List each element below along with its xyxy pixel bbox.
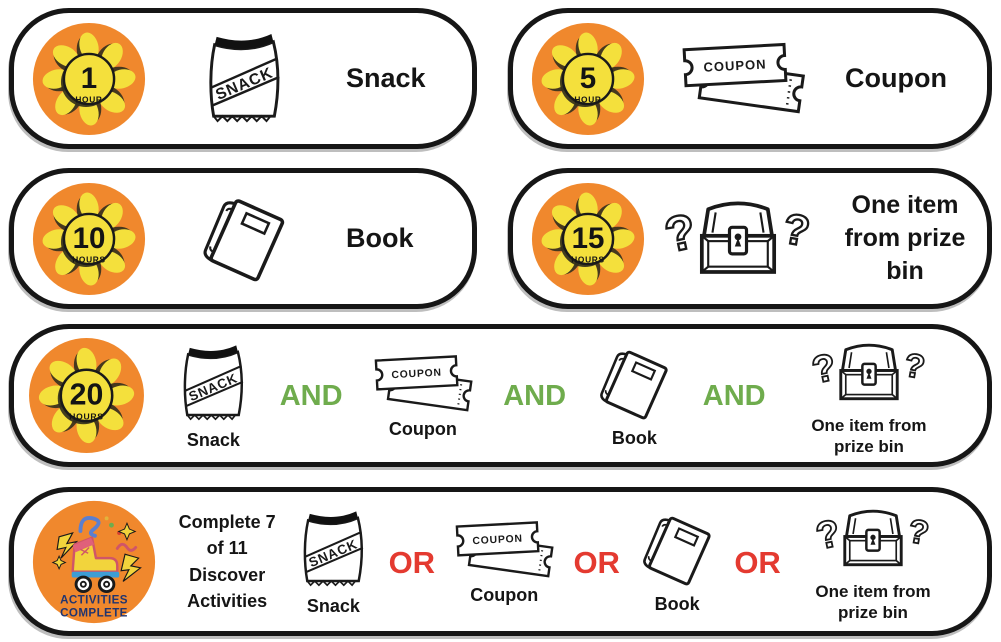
snack-bag-icon [198, 28, 290, 130]
reward-item-prize-bin: One item from prize bin [793, 334, 945, 458]
hours-unit: HOUR [574, 94, 601, 104]
reward-item-book: Book [636, 509, 718, 615]
milestone-card-10-hours: 10 HOURS Book [9, 168, 477, 309]
roller-skate-icon [51, 515, 142, 593]
reward-item-label: Coupon [470, 584, 539, 605]
reward-item-snack: Snack [174, 340, 252, 451]
snack-bag-icon [174, 340, 252, 427]
reward-item-coupon: Coupon [451, 518, 557, 606]
and-conjunction: AND [279, 380, 343, 412]
coupon-tickets-icon [451, 518, 557, 582]
milestone-card-1-hour: 1 HOUR Snack [9, 8, 477, 149]
and-conjunction: AND [503, 380, 567, 412]
book-icon [636, 509, 718, 591]
or-conjunction: OR [734, 544, 781, 580]
milestone-card-5-hours: 5 HOUR Coupon [508, 8, 992, 149]
reward-item-label: Snack [186, 430, 240, 450]
reward-item-label: One item from prize bin [811, 415, 927, 456]
prize-bin-chest-icon [809, 500, 937, 578]
book-icon [593, 343, 675, 425]
activities-complete-row: ACTIVITIES COMPLETE Complete 7 of 11 Dis… [9, 487, 992, 636]
coupon-tickets-icon [677, 39, 809, 119]
reward-item-label: Book [654, 593, 700, 614]
prize-label: Coupon [845, 63, 947, 93]
reward-item-label: Snack [306, 596, 360, 616]
hours-number: 20 [70, 379, 104, 412]
reward-item-snack: Snack [294, 506, 372, 617]
activities-complete-badge: ACTIVITIES COMPLETE [32, 500, 156, 623]
hours-unit: HOURS [571, 254, 605, 264]
or-conjunction: OR [388, 544, 436, 580]
prize-icon-slot [158, 190, 330, 288]
coupon-tickets-icon [370, 352, 476, 416]
milestone-card-15-hours: 15 HOURS One item from prize bin [508, 168, 992, 309]
or-conjunction: OR [573, 544, 620, 580]
prize-label-wrap: One item from prize bin [827, 189, 983, 288]
hours-number: 1 [81, 61, 97, 94]
reward-item-book: Book [593, 343, 675, 449]
prize-label: Snack [346, 63, 426, 93]
prize-label: One item from prize bin [844, 191, 966, 285]
sun-hours-badge: 10 HOURS [30, 180, 148, 298]
sun-hours-badge: 15 HOURS [529, 180, 647, 298]
sun-hours-badge: 20 HOURS [26, 335, 147, 456]
hours-number: 5 [580, 61, 596, 94]
hours-unit: HOURS [72, 254, 106, 264]
prize-bin-chest-icon [805, 334, 933, 412]
reward-item-label: Book [611, 427, 657, 448]
prize-icon-slot [649, 189, 827, 289]
book-icon [195, 190, 293, 288]
requirement-text: Complete 7 of 11 Discover Activities [178, 512, 276, 611]
prize-label: Book [346, 223, 414, 253]
reward-item-prize-bin: One item from prize bin [797, 500, 949, 624]
combo-row-20-hours: 20 HOURS Snack AND Coupon AND Book AND O… [9, 324, 992, 467]
badge-text-line1: ACTIVITIES [60, 593, 128, 606]
hours-number: 10 [73, 221, 106, 254]
reward-item-coupon: Coupon [370, 352, 476, 440]
sun-hours-badge: 5 HOUR [529, 20, 647, 138]
snack-bag-icon [294, 506, 372, 593]
reward-item-label: One item from prize bin [815, 581, 931, 622]
prize-icon-slot [657, 39, 829, 119]
hours-number: 15 [572, 221, 605, 254]
prize-bin-chest-icon [656, 189, 820, 289]
hours-unit: HOUR [75, 94, 102, 104]
reward-item-label: Coupon [388, 418, 457, 439]
badge-text-line2: COMPLETE [60, 606, 128, 619]
sun-hours-badge: 1 HOUR [30, 20, 148, 138]
and-conjunction: AND [702, 380, 766, 412]
hours-unit: HOURS [69, 412, 103, 422]
prize-icon-slot [158, 28, 330, 130]
